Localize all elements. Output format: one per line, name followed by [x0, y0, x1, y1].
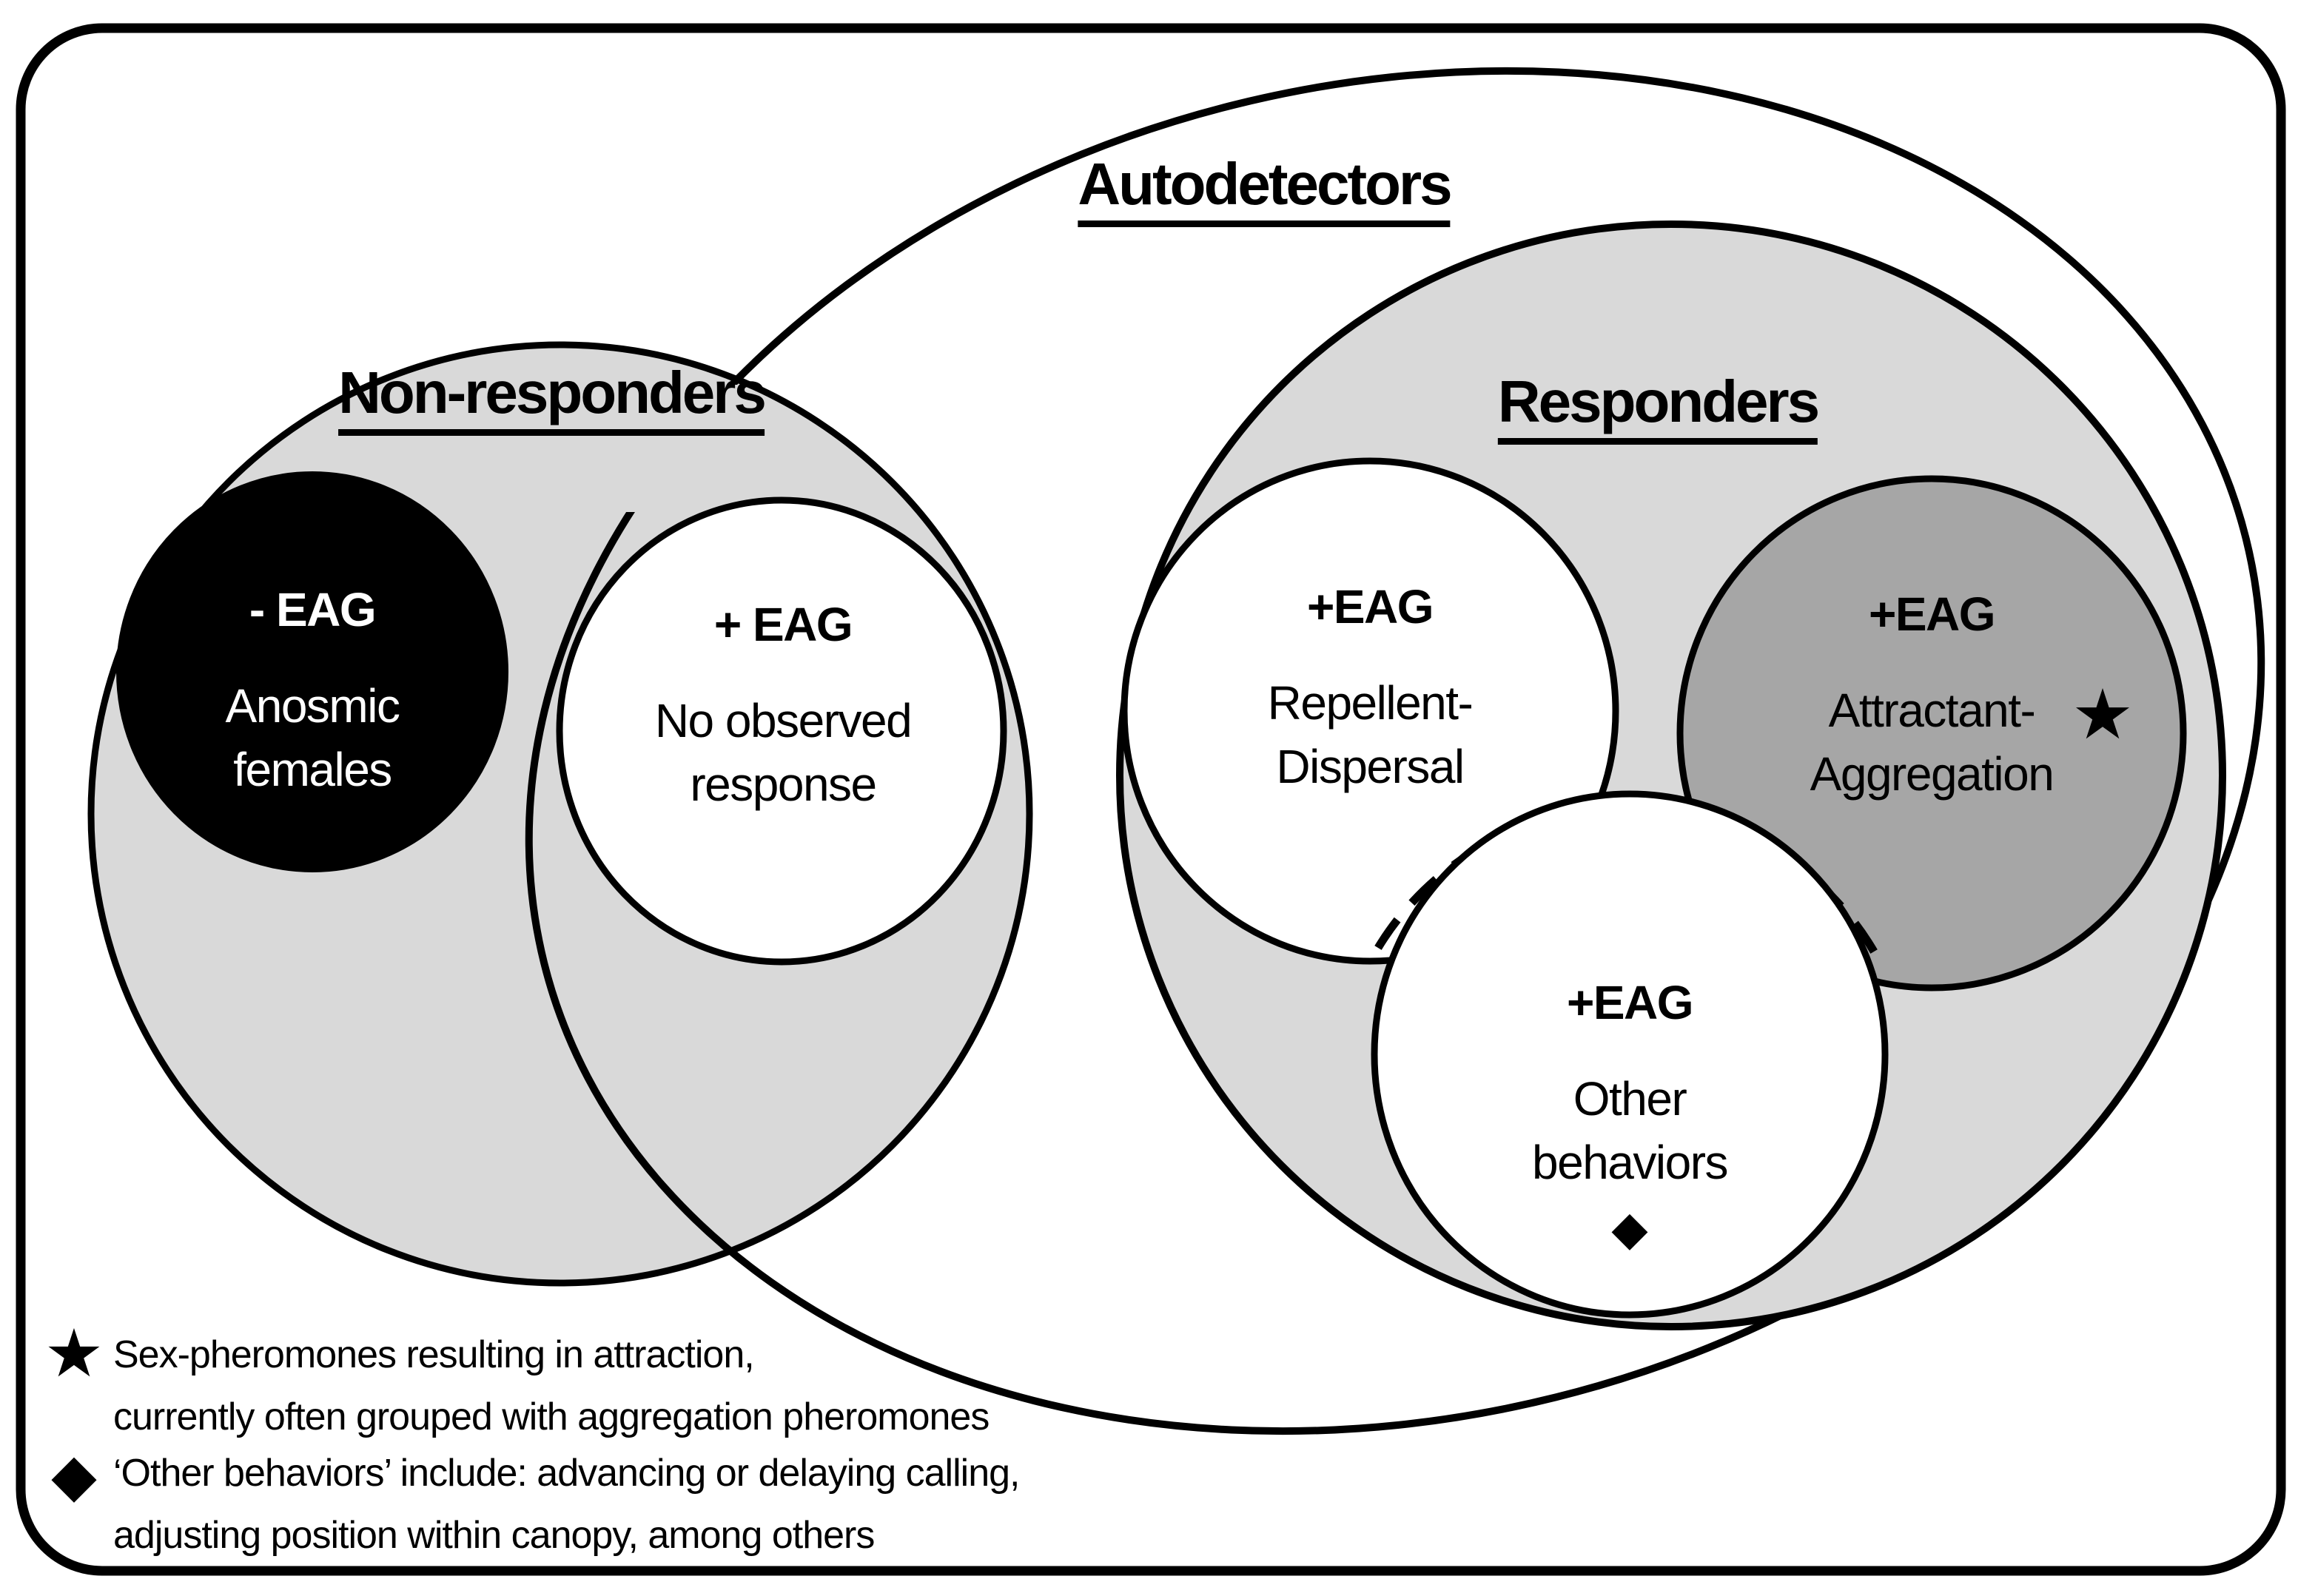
repellent-heading: +EAG: [1306, 580, 1434, 633]
autodetectors-title: Autodetectors: [1078, 155, 1453, 227]
non-responders-label: Non-responders: [338, 363, 767, 436]
diamond-icon: ◆: [1611, 1202, 1648, 1255]
responders-label: Responders: [1497, 372, 1820, 445]
other-heading: +EAG: [1566, 976, 1694, 1029]
star-icon: ★: [2071, 676, 2134, 753]
attractant-heading: +EAG: [1868, 587, 1996, 641]
anosmic-line2: females: [233, 743, 392, 796]
anosmic-heading: - EAG: [249, 583, 377, 636]
no-response-line2: response: [690, 758, 877, 811]
anosmic-females-label: - EAG Anosmic females: [226, 578, 400, 801]
anosmic-females-circle: [116, 471, 508, 872]
autodetectors-ellipse: [525, 67, 2265, 1435]
attractant-aggregation-label: +EAG Attractant- Aggregation: [1810, 582, 2055, 806]
legend-diamond-line1: ‘Other behaviors’ include: advancing or …: [113, 1452, 1020, 1495]
legend-diamond-icon: ◆: [51, 1442, 97, 1508]
legend-diamond-line2: adjusting position within canopy, among …: [113, 1514, 875, 1557]
no-observed-response-label: + EAG No observed response: [654, 593, 913, 816]
legend-item-diamond-text: ‘Other behaviors’ include: advancing or …: [113, 1442, 1020, 1566]
other-line1: Other: [1573, 1072, 1687, 1125]
attractant-aggregation-circle: [1676, 475, 2187, 991]
other-line2: behaviors: [1532, 1136, 1729, 1189]
repellent-line1: Repellent-: [1267, 676, 1474, 730]
attractant-line1: Attractant-: [1828, 684, 2036, 737]
legend-star-icon: ★: [44, 1317, 104, 1391]
ellipse-gap-mask: [605, 385, 740, 512]
other-behaviors-label: +EAG Other behaviors ◆: [1532, 971, 1729, 1258]
repellent-dispersal-label: +EAG Repellent- Dispersal: [1267, 575, 1474, 798]
legend-star-line2: currently often grouped with aggregation…: [113, 1395, 990, 1438]
no-response-line1: No observed: [654, 694, 913, 747]
no-observed-response-circle: [556, 496, 1007, 966]
anosmic-line1: Anosmic: [225, 679, 400, 733]
no-response-heading: + EAG: [713, 598, 853, 651]
repellent-line2: Dispersal: [1276, 740, 1465, 793]
legend-item-star-text: Sex-pheromones resulting in attraction, …: [113, 1324, 990, 1448]
legend-star-line1: Sex-pheromones resulting in attraction,: [113, 1333, 755, 1376]
other-behaviors-circle: [1371, 790, 1889, 1319]
attractant-line2: Aggregation: [1810, 747, 2055, 801]
